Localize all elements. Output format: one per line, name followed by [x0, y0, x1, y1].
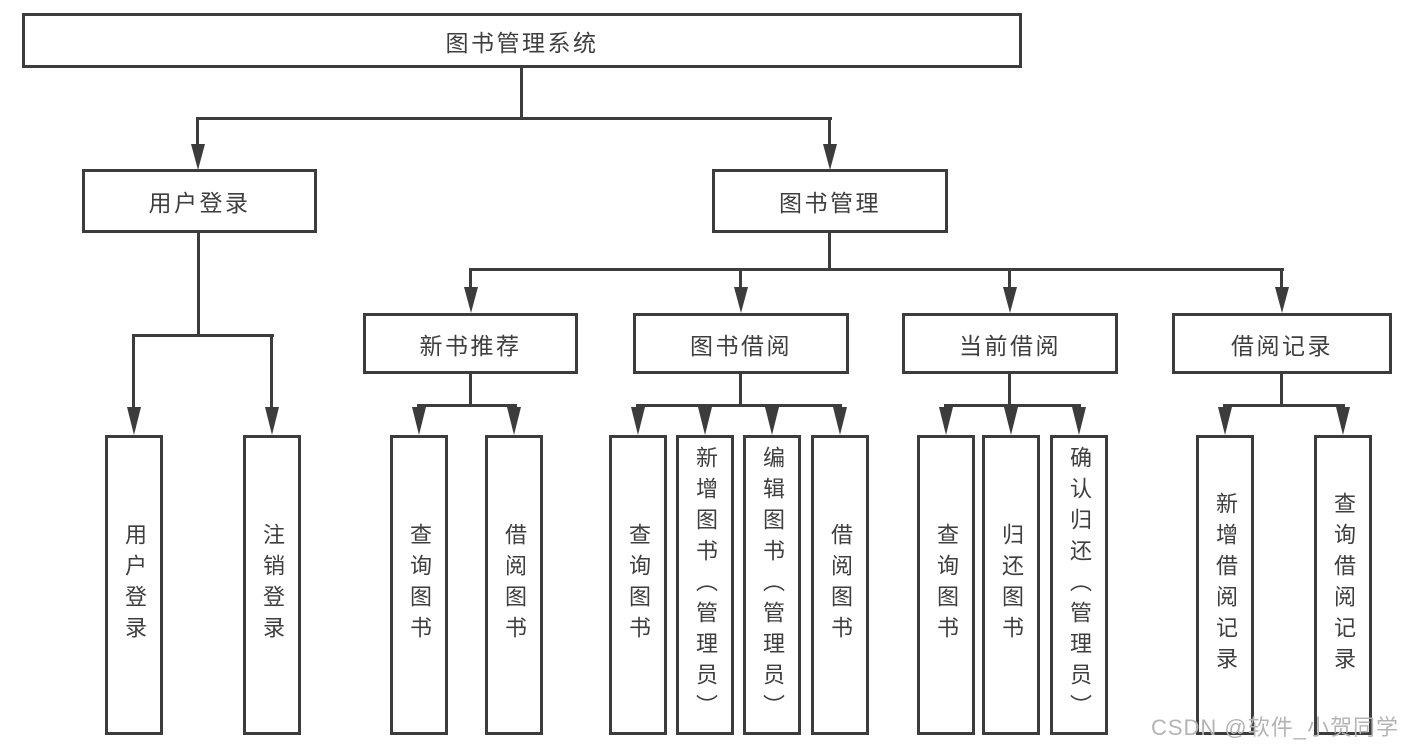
leaf-edit-book-admin: 编辑图书（管理员）: [743, 435, 801, 735]
connector-line: [828, 231, 831, 271]
connector-line: [196, 117, 199, 152]
connector-line: [1008, 268, 1011, 292]
node-current-borrow: 当前借阅: [902, 313, 1118, 374]
connector-line: [1280, 268, 1283, 292]
connector-line: [417, 404, 517, 407]
connector-line: [469, 268, 1284, 271]
arrowhead-down-icon: [1004, 407, 1018, 435]
connector-line: [1280, 372, 1283, 405]
arrowhead-down-icon: [833, 407, 847, 435]
arrowhead-down-icon: [507, 407, 521, 435]
arrowhead-down-icon: [631, 407, 645, 435]
connector-line: [1008, 372, 1011, 406]
connector-line: [469, 268, 472, 292]
node-library-management-system: 图书管理系统: [22, 13, 1022, 68]
arrowhead-down-icon: [1275, 287, 1289, 313]
node-new-book-recommend: 新书推荐: [363, 313, 578, 374]
leaf-add-borrow-record: 新增借阅记录: [1196, 435, 1254, 735]
arrowhead-down-icon: [734, 287, 748, 313]
csdn-watermark: CSDN @软件_小贺同学: [1150, 715, 1399, 740]
leaf-query-books-recommend: 查询图书: [390, 435, 448, 735]
connector-line: [196, 117, 832, 120]
connector-line: [739, 268, 742, 292]
connector-line: [1223, 404, 1345, 407]
arrowhead-down-icon: [1072, 407, 1086, 435]
leaf-add-book-admin: 新增图书（管理员）: [676, 435, 734, 735]
connector-line: [132, 334, 135, 410]
connector-line: [197, 231, 200, 336]
connector-line: [469, 372, 472, 406]
connector-line: [636, 404, 842, 407]
arrowhead-down-icon: [265, 407, 279, 435]
leaf-return-book: 归还图书: [982, 435, 1040, 735]
arrowhead-down-icon: [1003, 287, 1017, 313]
arrowhead-down-icon: [765, 407, 779, 435]
arrowhead-down-icon: [127, 407, 141, 435]
node-book-borrow: 图书借阅: [633, 313, 849, 374]
leaf-query-borrow-record: 查询借阅记录: [1314, 435, 1372, 735]
connector-line: [270, 334, 273, 410]
leaf-logout: 注销登录: [243, 435, 301, 735]
connector-line: [520, 66, 523, 118]
node-book-management: 图书管理: [712, 169, 948, 233]
arrowhead-down-icon: [698, 407, 712, 435]
leaf-query-books-current: 查询图书: [917, 435, 975, 735]
leaf-user-login: 用户登录: [105, 435, 163, 735]
connector-line: [944, 404, 1081, 407]
node-borrow-records: 借阅记录: [1172, 313, 1392, 374]
arrowhead-down-icon: [823, 144, 837, 170]
connector-line: [739, 372, 742, 405]
node-user-login: 用户登录: [82, 169, 317, 233]
arrowhead-down-icon: [1336, 407, 1350, 435]
leaf-borrow-books-borrow: 借阅图书: [811, 435, 869, 735]
connector-line: [132, 334, 274, 337]
arrowhead-down-icon: [464, 287, 478, 313]
leaf-query-books-borrow: 查询图书: [609, 435, 667, 735]
leaf-confirm-return-admin: 确认归还（管理员）: [1050, 435, 1108, 735]
arrowhead-down-icon: [1218, 407, 1232, 435]
arrowhead-down-icon: [412, 407, 426, 435]
connector-line: [828, 117, 831, 152]
arrowhead-down-icon: [191, 144, 205, 170]
arrowhead-down-icon: [939, 407, 953, 435]
leaf-borrow-books-recommend: 借阅图书: [485, 435, 543, 735]
